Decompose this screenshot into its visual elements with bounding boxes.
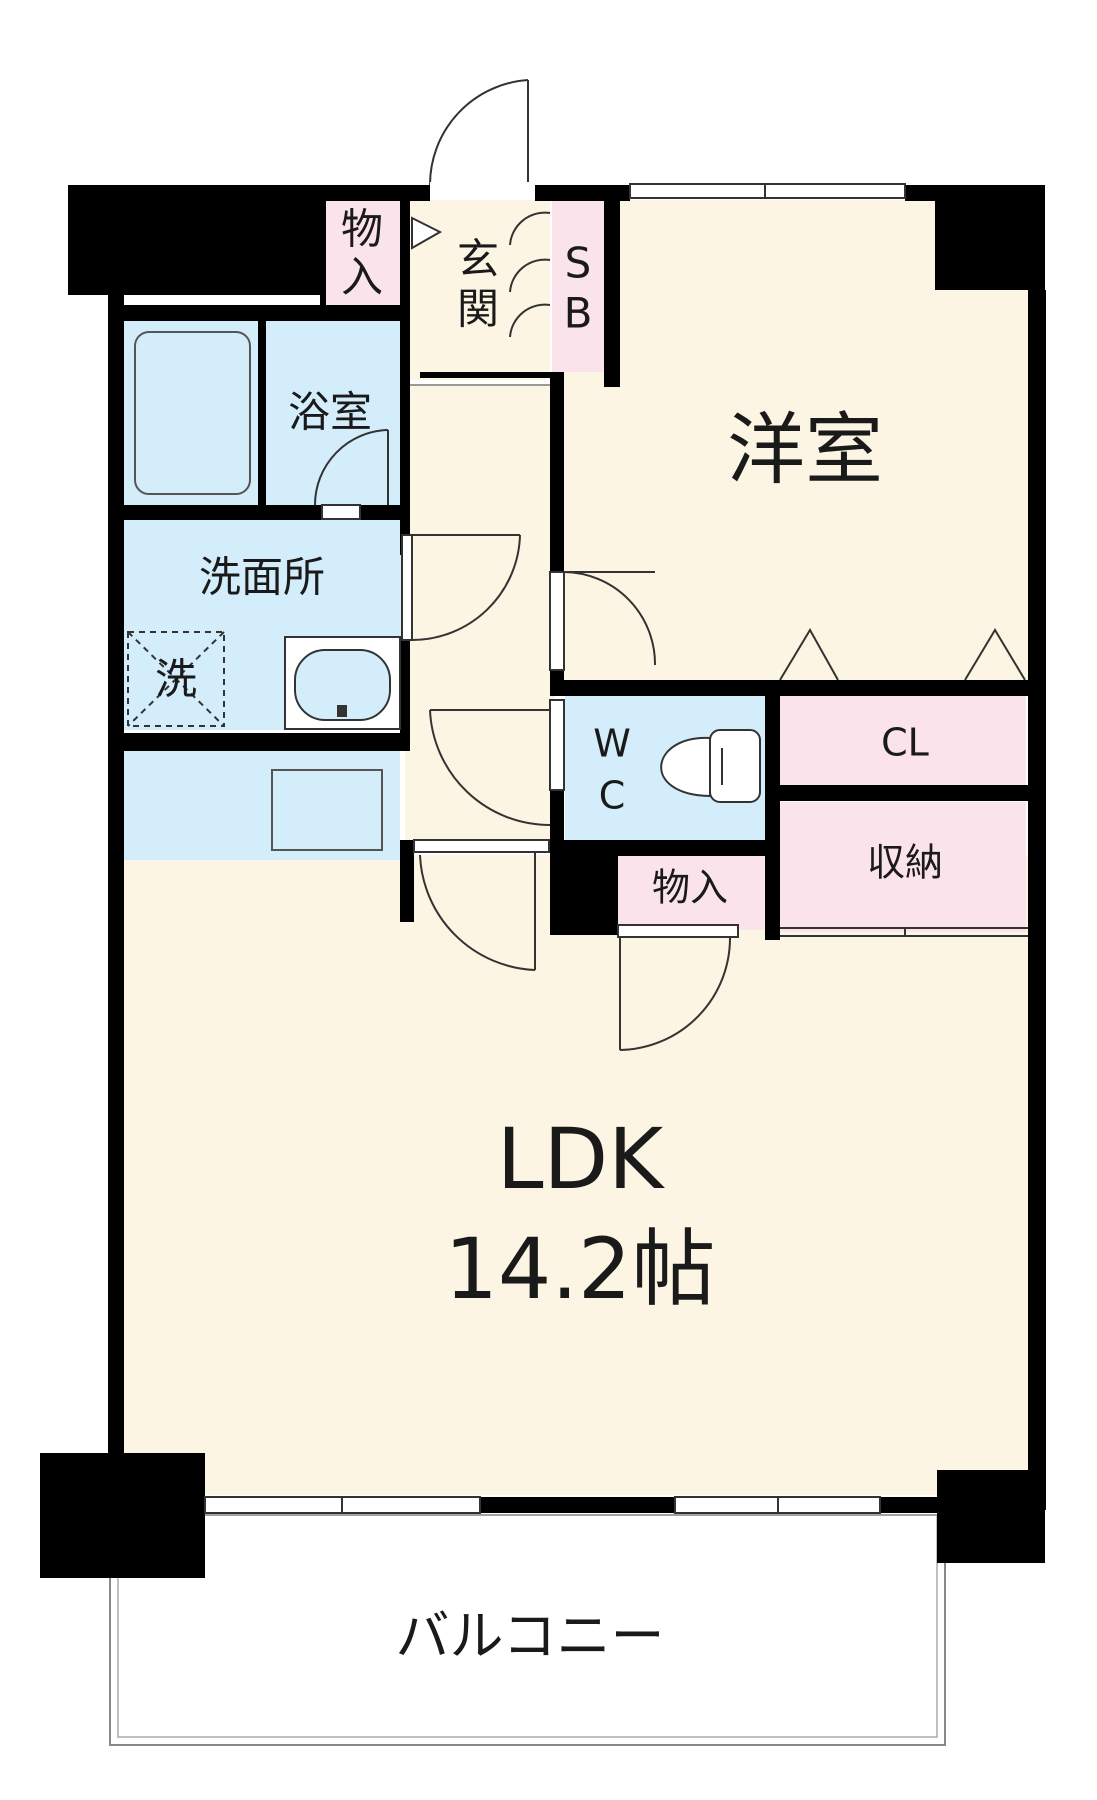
wall-wc-top	[550, 680, 1035, 696]
washroom-door-opening	[401, 534, 413, 641]
ldk-door-opening	[413, 839, 550, 853]
shoe-box-label-2: B	[564, 289, 593, 338]
toilet-bowl	[660, 736, 711, 798]
floors	[120, 200, 1030, 1495]
wall-wash-bottom	[120, 733, 410, 751]
storage-small-floor	[618, 855, 766, 930]
shoebox-door-swings	[509, 211, 551, 338]
wash-basin-bowl	[294, 649, 391, 721]
bathroom-label: 浴室	[288, 388, 372, 437]
wall-top-entrance-right	[535, 185, 630, 201]
bathroom-door-opening	[321, 504, 361, 520]
washroom-door-swing	[411, 534, 521, 641]
western-door-opening	[549, 571, 565, 671]
wall-bath-right	[400, 305, 410, 555]
washroom-label: 洗面所	[199, 553, 325, 602]
kitchen-sink	[271, 769, 383, 851]
laundry-label: 洗	[155, 655, 197, 704]
entrance-label-bottom: 関	[457, 285, 499, 334]
ldk-label: LDK	[497, 1110, 665, 1208]
room-labels: 洋室 浴室 洗面所 洗 玄 関 物 入 S B W C CL 収納 物入 LDK…	[155, 205, 943, 1668]
storage-top-left-floor	[322, 200, 400, 305]
shoe-box-floor	[552, 200, 604, 372]
balcony	[109, 1514, 946, 1746]
wall-bottom-left-block	[40, 1453, 205, 1578]
storage-floor	[778, 802, 1026, 932]
wall-kitchen-right	[400, 840, 414, 922]
bathtub	[134, 331, 251, 495]
wall-right	[1028, 290, 1046, 1510]
wall-bottom-mid	[480, 1497, 675, 1513]
wall-bottom-right-block	[937, 1470, 1045, 1563]
wall-bottom-mid2	[880, 1497, 940, 1513]
wall-bath-bottom2	[355, 505, 410, 520]
storage-top-left-label-2: 入	[341, 253, 383, 302]
toilet-tank	[709, 729, 761, 803]
wc-door-opening	[549, 699, 565, 791]
entrance-label-top: 玄	[457, 235, 499, 284]
wall-left	[108, 295, 124, 1515]
wall-shoebox-right	[604, 200, 620, 387]
entrance-door-swing	[428, 79, 529, 186]
wc-label-2: C	[599, 774, 626, 818]
balcony-outline	[109, 1514, 946, 1746]
shoe-box-label-1: S	[565, 239, 592, 288]
wall-wash-right	[400, 640, 410, 735]
western-room-label: 洋室	[727, 405, 883, 495]
wall-closet-bottom	[770, 785, 1035, 801]
wall-bath-mid	[258, 320, 266, 505]
wc-door-swing	[429, 709, 551, 827]
wall-wc-right	[765, 680, 780, 940]
closet-folding-doors	[779, 628, 1026, 681]
wall-bath-top	[120, 305, 410, 321]
top-window	[629, 183, 906, 199]
wall-western-left	[550, 372, 564, 572]
ldk-size-label: 14.2帖	[444, 1220, 715, 1318]
laundry-box	[127, 631, 225, 727]
storage-small-door-opening	[617, 924, 739, 938]
wall-bath-bottom	[120, 505, 325, 520]
bathroom-door-swing	[314, 429, 389, 506]
balcony-inner-outline	[117, 1514, 938, 1738]
wall-wc-left	[550, 790, 564, 840]
wc-label-1: W	[593, 722, 631, 766]
storage-top-left-label-1: 物	[341, 205, 383, 254]
fixtures	[127, 79, 1028, 1514]
storage-small-door-swing	[619, 936, 732, 1051]
ldk-floor	[120, 855, 1030, 1495]
closet-label: CL	[881, 721, 929, 765]
storage-label: 収納	[867, 841, 943, 885]
wall-storage-right	[400, 200, 410, 390]
closet-floor	[778, 695, 1026, 785]
wall-top-left-to-door	[320, 185, 430, 201]
walls	[40, 185, 1046, 1578]
wall-top-left-block	[68, 185, 320, 295]
storage-small-label: 物入	[652, 866, 728, 910]
hall-floor	[405, 385, 555, 850]
wall-storage-block	[550, 840, 618, 935]
western-door-swing	[563, 571, 657, 666]
wall-storage-left	[320, 200, 326, 305]
wall-entrance-bottom	[420, 372, 550, 378]
storage-door-marker	[411, 216, 443, 250]
wall-top-right-block	[935, 185, 1045, 290]
balcony-label: バルコニー	[396, 1605, 665, 1668]
ldk-door-swing	[419, 854, 536, 971]
